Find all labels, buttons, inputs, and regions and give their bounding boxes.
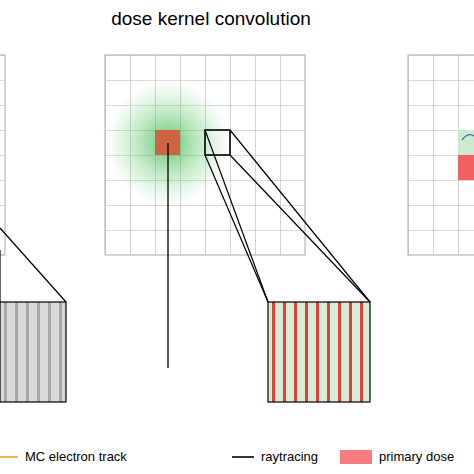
- legend-label: primary dose: [379, 449, 454, 464]
- zoom-line: [205, 130, 268, 302]
- dose-grid: [408, 55, 474, 255]
- zoom-box: [268, 302, 370, 402]
- electron-track: [462, 135, 474, 140]
- zoom-line: [0, 250, 1, 302]
- selected-voxel: [205, 130, 230, 155]
- zoom-line: [230, 155, 370, 302]
- primary-voxel: [458, 155, 474, 180]
- zoom-line: [230, 130, 370, 302]
- zoom-box: [0, 302, 66, 402]
- zoom-line: [0, 228, 66, 302]
- legend-label: MC electron track: [25, 449, 127, 464]
- zoom-line: [205, 155, 268, 302]
- ray-line: [167, 143, 168, 368]
- deposit-voxel: [458, 130, 474, 155]
- legend-line-sample: [0, 456, 18, 458]
- legend-label: raytracing: [261, 449, 318, 464]
- diagram-title: dose kernel convolution: [0, 8, 422, 30]
- dose-grid: [0, 55, 5, 255]
- legend-swatch: [340, 450, 372, 464]
- legend-line-sample: [232, 456, 254, 458]
